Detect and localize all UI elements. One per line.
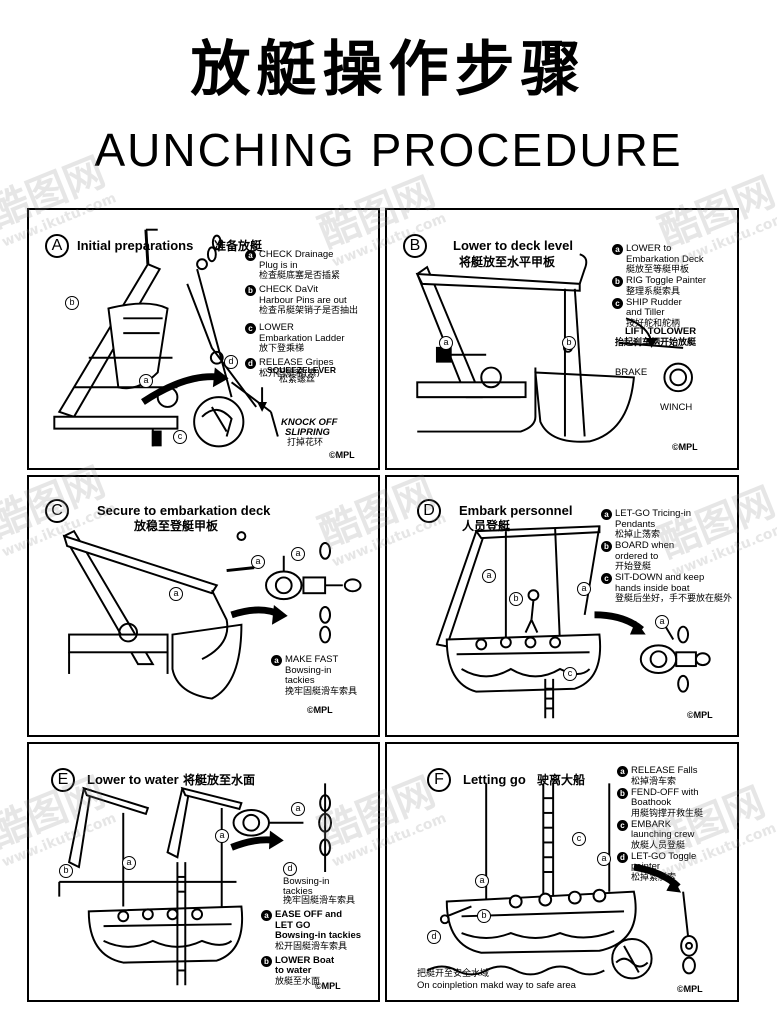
marker-a: a bbox=[439, 336, 453, 350]
marker-b: b bbox=[562, 336, 576, 350]
tackies-label: tackies bbox=[283, 886, 313, 897]
marker-a: a bbox=[291, 547, 305, 561]
bowsing-label: Bowsing-in bbox=[283, 876, 330, 887]
panel-e-heading: Lower to water bbox=[87, 772, 179, 787]
page-title-en: AUNCHING PROCEDURE bbox=[94, 124, 683, 176]
marker-b: b bbox=[65, 296, 79, 310]
panel-e-copyright: ©MPL bbox=[315, 981, 341, 991]
knock-off-label-cn: 打掉花环 bbox=[287, 438, 324, 448]
marker-a: a bbox=[215, 829, 229, 843]
marker-b: b bbox=[59, 864, 73, 878]
marker-d: d bbox=[224, 355, 238, 369]
lift-to-lower-label-cn: 抬起刹车柄开始放艇 bbox=[615, 338, 697, 348]
panel-b-heading-cn: 将艇放至水平甲板 bbox=[459, 255, 556, 269]
marker-a: a bbox=[169, 587, 183, 601]
marker-b: b bbox=[477, 909, 491, 923]
winch-label: WINCH bbox=[660, 402, 693, 413]
panel-b-badge: B bbox=[403, 234, 427, 258]
panel-a-illustration bbox=[53, 228, 279, 448]
panel-c-heading: Secure to embarkation deck bbox=[97, 503, 271, 518]
marker-c: c bbox=[173, 430, 187, 444]
panel-d-heading: Embark personnel bbox=[459, 503, 573, 518]
panel-d-illustration bbox=[435, 525, 711, 719]
squeeze-lever-label: SQUEEZELEVER bbox=[267, 365, 336, 375]
panel-c-badge: C bbox=[45, 499, 69, 523]
panel-f-copyright: ©MPL bbox=[677, 984, 703, 994]
marker-a: a bbox=[251, 555, 265, 569]
panel-c-heading-cn: 放稳至登艇甲板 bbox=[134, 519, 219, 533]
brake-label: BRAKE bbox=[615, 367, 648, 378]
marker-a: a bbox=[655, 615, 669, 629]
panel-f-badge: F bbox=[427, 768, 451, 792]
panel-a-badge: A bbox=[45, 234, 69, 258]
marker-c: c bbox=[563, 667, 577, 681]
marker-d: d bbox=[427, 930, 441, 944]
bowsing-label-cn: 挽牢固艇滑车索具 bbox=[283, 896, 356, 906]
slipring-label: SLIPRING bbox=[285, 427, 330, 438]
panel-a-copyright: ©MPL bbox=[329, 450, 355, 460]
safe-area-label-cn: 把艇开至安全水域 bbox=[417, 969, 490, 979]
panel-b-copyright: ©MPL bbox=[672, 442, 698, 452]
panel-d-badge: D bbox=[417, 499, 441, 523]
panel-d-heading-cn: 人员登艇 bbox=[462, 519, 511, 533]
safe-area-label: On coinpletion makd way to safe area bbox=[417, 980, 576, 991]
panel-a-heading: Initial preparations bbox=[77, 238, 194, 253]
marker-a: a bbox=[475, 874, 489, 888]
panel-e-badge: E bbox=[51, 768, 75, 792]
panel-f-heading: Letting go bbox=[463, 772, 526, 787]
panel-f-heading-cn: 驶离大船 bbox=[537, 773, 586, 787]
squeeze-lever-label-cn: 松紧螺丝 bbox=[279, 375, 316, 385]
marker-a: a bbox=[139, 374, 153, 388]
panel-e: E Lower to water 将艇放至水面 Bowsing-in tacki… bbox=[27, 742, 380, 1002]
panel-e-illustration bbox=[58, 783, 332, 986]
marker-a: a bbox=[482, 569, 496, 583]
panel-b-illustration bbox=[415, 253, 693, 443]
marker-d: d bbox=[283, 862, 297, 876]
panel-c-copyright: ©MPL bbox=[307, 705, 333, 715]
lift-to-lower-label: LIFT TOLOWER bbox=[625, 326, 697, 337]
marker-a: a bbox=[577, 582, 591, 596]
marker-a: a bbox=[597, 852, 611, 866]
knock-off-label: KNOCK OFF bbox=[281, 417, 338, 428]
marker-c: c bbox=[572, 832, 586, 846]
panel-e-heading-cn: 将艇放至水面 bbox=[183, 773, 256, 787]
marker-b: b bbox=[509, 592, 523, 606]
panel-a-heading-cn: 准备放艇 bbox=[214, 239, 263, 253]
marker-a: a bbox=[291, 802, 305, 816]
page-title-cn: 放艇操作步骤 bbox=[190, 35, 587, 105]
panel-c-illustration bbox=[62, 529, 362, 700]
panel-d-copyright: ©MPL bbox=[687, 710, 713, 720]
marker-a: a bbox=[122, 856, 136, 870]
panel-b-heading: Lower to deck level bbox=[453, 238, 573, 253]
